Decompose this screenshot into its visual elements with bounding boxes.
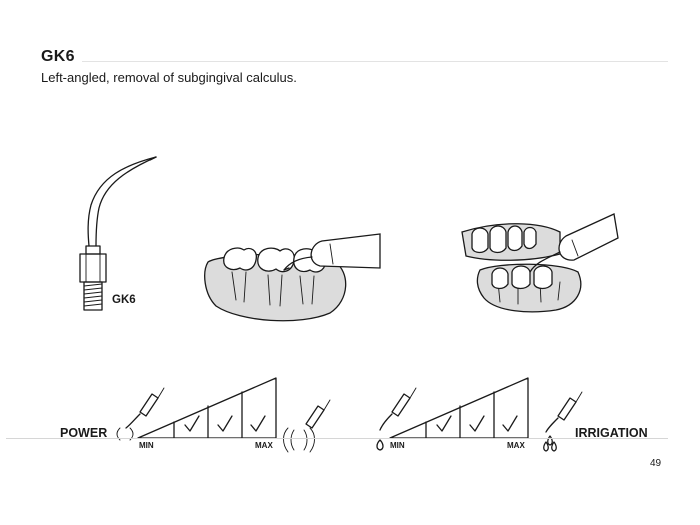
page-number: 49: [650, 458, 662, 469]
irrigation-max-label: MAX: [507, 441, 525, 450]
page-title: GK6: [41, 48, 75, 65]
tip-description: Left-angled, removal of subgingival calc…: [41, 70, 297, 85]
irrigation-min-label: MIN: [390, 441, 405, 450]
settings-divider: [6, 438, 668, 439]
power-label: POWER: [60, 426, 108, 440]
title-divider: [82, 61, 668, 62]
power-max-label: MAX: [255, 441, 273, 450]
tip-label: GK6: [112, 294, 136, 306]
power-min-label: MIN: [139, 441, 154, 450]
irrigation-label: IRRIGATION: [575, 426, 648, 440]
